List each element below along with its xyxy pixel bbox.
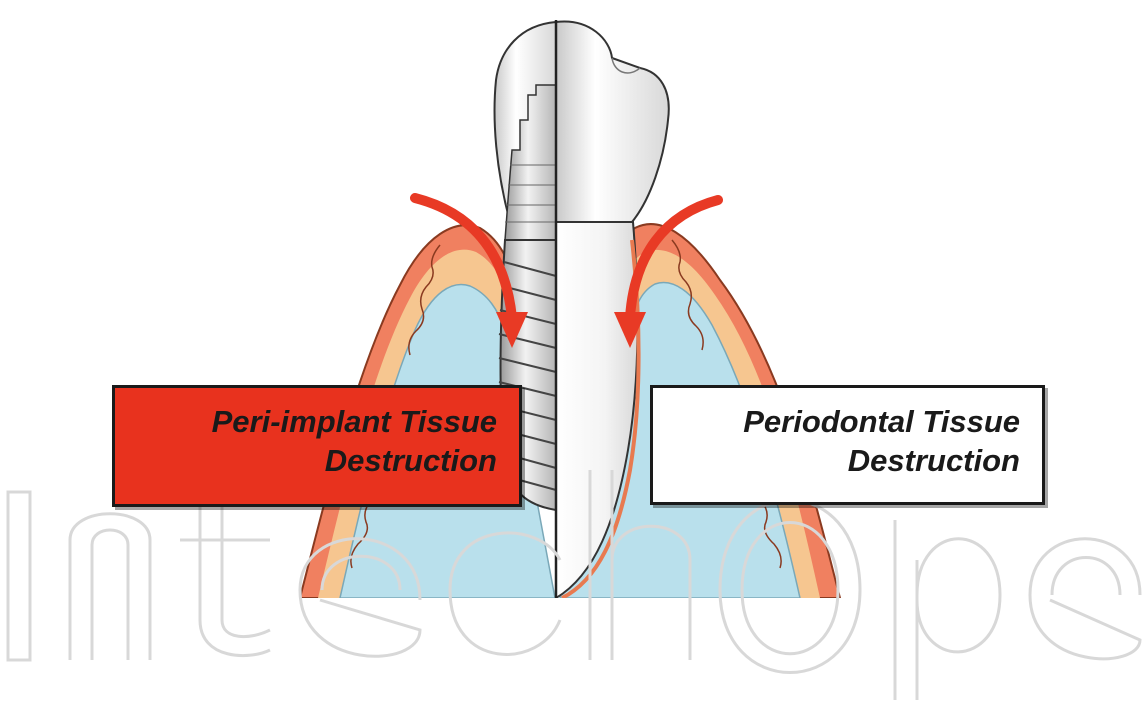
- peri-implant-label-line2: Destruction: [125, 441, 497, 480]
- periodontal-label-line1: Periodontal Tissue: [663, 402, 1020, 441]
- peri-implant-label-line1: Peri-implant Tissue: [125, 402, 497, 441]
- natural-crown: [556, 22, 669, 222]
- peri-implant-label: Peri-implant Tissue Destruction: [112, 385, 522, 507]
- periodontal-label: Periodontal Tissue Destruction: [650, 385, 1045, 505]
- periodontal-label-line2: Destruction: [663, 441, 1020, 480]
